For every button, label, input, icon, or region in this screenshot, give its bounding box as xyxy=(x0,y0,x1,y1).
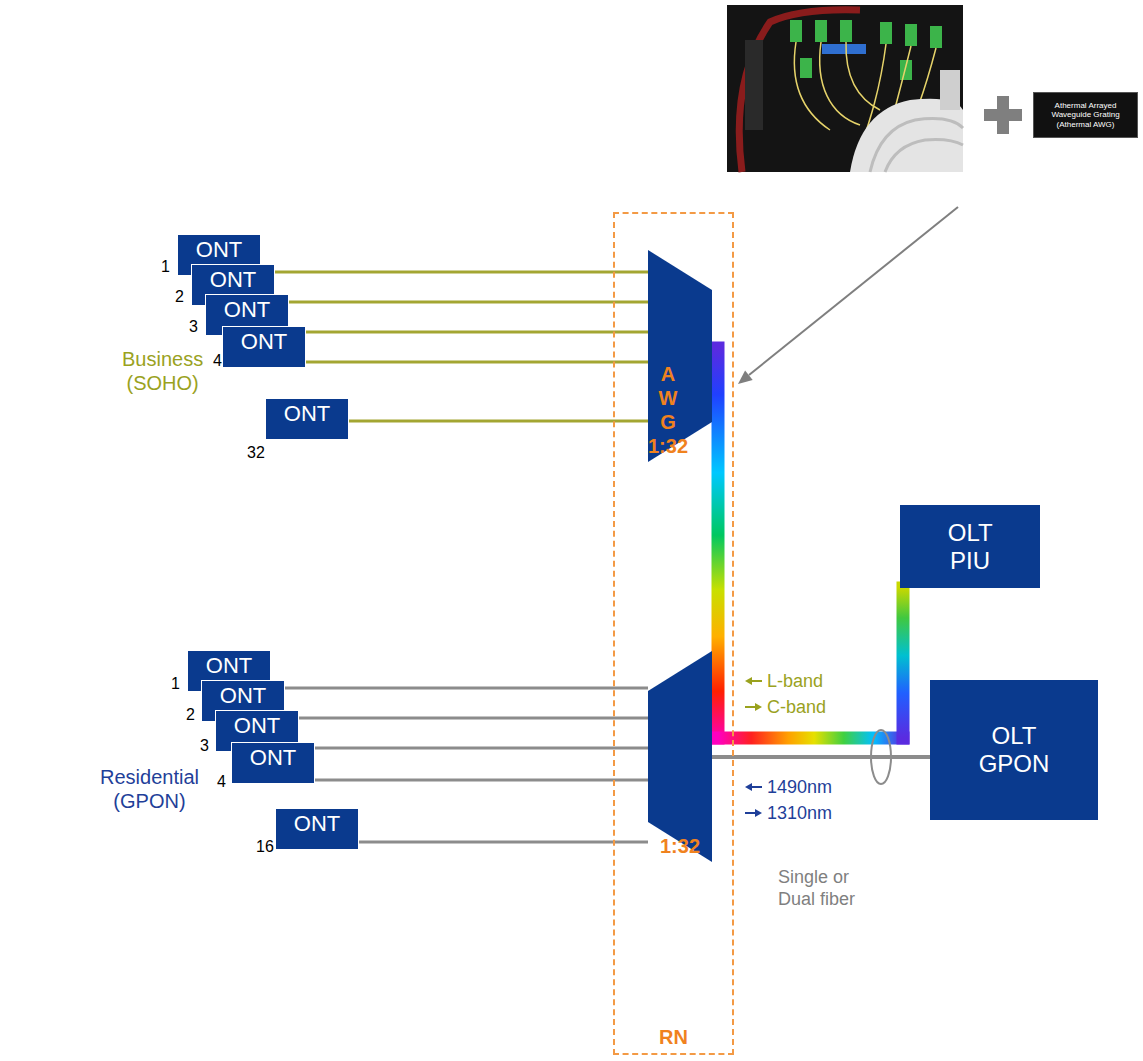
fiber-bundle-ring xyxy=(871,730,891,784)
enclosure-photo-part xyxy=(880,22,892,44)
callout-number: 16 xyxy=(256,838,274,856)
band-label: 1490nm xyxy=(767,776,832,798)
direction-arrows xyxy=(745,677,762,817)
enclosure-photo-part xyxy=(885,140,963,172)
node-label: ONT xyxy=(210,268,256,292)
fiber-line-stroke xyxy=(712,755,930,759)
group-label: Residential (GPON) xyxy=(100,765,199,813)
splitter-trapezoid-fill xyxy=(648,651,712,862)
ont-box: ONT xyxy=(265,398,349,440)
fiber-line-stroke xyxy=(289,331,648,334)
node-label: Athermal Arrayed Waveguide Grating (Athe… xyxy=(1038,101,1133,130)
enclosure-photo-part xyxy=(840,20,852,42)
fiber-note: Single or Dual fiber xyxy=(778,866,878,910)
leader-arrow-part xyxy=(749,207,958,375)
enclosure-photo xyxy=(727,5,963,172)
ont-box: ONT xyxy=(275,808,359,850)
olt-box: OLT PIU xyxy=(900,505,1040,588)
node-label: 1:32 xyxy=(648,834,712,858)
plus-sign-part xyxy=(984,109,1022,121)
fiber-line xyxy=(299,748,648,749)
node-label: ONT xyxy=(284,402,330,426)
fiber-line-stroke xyxy=(315,779,648,782)
callout-number: 3 xyxy=(200,737,209,755)
enclosure-photo-part xyxy=(940,70,960,110)
awg-trapezoid: A W G 1:32 xyxy=(648,250,712,462)
direction-arrows-part xyxy=(745,783,752,791)
callout-number: 4 xyxy=(213,352,222,370)
leader-arrow-part xyxy=(738,371,753,385)
wdm-fiber-segment xyxy=(712,348,718,738)
direction-arrows-part xyxy=(755,809,762,817)
awg-trapezoid-fill xyxy=(648,250,712,462)
band-label: 1310nm xyxy=(767,802,832,824)
fiber-line xyxy=(271,688,648,689)
callout-number: 3 xyxy=(189,318,198,336)
callout-number: 4 xyxy=(217,773,226,791)
callout-number: 1 xyxy=(161,258,170,276)
direction-arrows-part xyxy=(755,703,762,711)
fiber-line-stroke xyxy=(299,747,648,750)
node-label: ONT xyxy=(220,684,266,708)
callout-number: 2 xyxy=(175,288,184,306)
enclosure-photo-part xyxy=(822,44,866,54)
fiber-line-stroke xyxy=(306,361,648,364)
leader-arrow xyxy=(738,207,958,384)
fiber-line xyxy=(359,842,648,843)
plus-sign xyxy=(984,96,1022,134)
node-label: ONT xyxy=(294,812,340,836)
node-label: ONT xyxy=(224,298,270,322)
node-label: ONT xyxy=(241,330,287,354)
node-label: ONT xyxy=(234,714,280,738)
fiber-line xyxy=(712,757,930,758)
awg-module: Athermal Arrayed Waveguide Grating (Athe… xyxy=(1033,92,1138,138)
group-label: Business (SOHO) xyxy=(122,347,203,395)
node-label: ONT xyxy=(196,238,242,262)
callout-number: 2 xyxy=(186,706,195,724)
callout-number: 32 xyxy=(247,444,265,462)
enclosure-photo-part xyxy=(870,119,963,172)
fiber-line-stroke xyxy=(349,420,648,423)
node-label: A W G 1:32 xyxy=(648,362,688,458)
node-label: ONT xyxy=(206,654,252,678)
fiber-line-stroke xyxy=(285,717,648,720)
direction-arrows-part xyxy=(745,677,752,685)
enclosure-photo-part xyxy=(727,5,963,172)
fiber-line xyxy=(289,332,648,333)
enclosure-photo-part xyxy=(815,20,827,42)
enclosure-photo-part xyxy=(930,26,942,48)
rn-region: RN A W G 1:32 1:32 xyxy=(613,212,734,1055)
splitter-trapezoid: 1:32 xyxy=(648,651,712,862)
callout-number: 1 xyxy=(171,675,180,693)
fiber-line-stroke xyxy=(261,271,648,274)
fiber-line xyxy=(285,718,648,719)
enclosure-photo-part xyxy=(800,58,812,78)
node-label: ONT xyxy=(250,746,296,770)
fiber-line-stroke xyxy=(275,301,648,304)
enclosure-photo-part xyxy=(790,20,802,42)
node-label: OLT GPON xyxy=(979,722,1050,778)
fiber-line xyxy=(315,780,648,781)
fiber-line xyxy=(306,362,648,363)
fiber-line xyxy=(349,421,648,422)
wdm-fiber xyxy=(712,348,903,738)
enclosure-photo-part xyxy=(905,24,917,46)
band-label: L-band xyxy=(767,670,823,692)
fiber-line xyxy=(261,272,648,273)
ont-box: ONT xyxy=(222,326,306,368)
fiber-line-stroke xyxy=(359,841,648,844)
ont-box: ONT xyxy=(231,742,315,784)
band-label: C-band xyxy=(767,696,826,718)
enclosure-photo-part xyxy=(745,40,763,130)
fiber-line xyxy=(275,302,648,303)
olt-box: OLT GPON xyxy=(930,680,1098,820)
node-label: OLT PIU xyxy=(948,519,992,575)
region-label: RN xyxy=(615,1025,732,1049)
awg-trapezoid-outline xyxy=(648,250,712,462)
wdm-fiber-segment xyxy=(897,588,910,738)
fiber-line-stroke xyxy=(271,687,648,690)
splitter-trapezoid-outline xyxy=(648,651,712,862)
